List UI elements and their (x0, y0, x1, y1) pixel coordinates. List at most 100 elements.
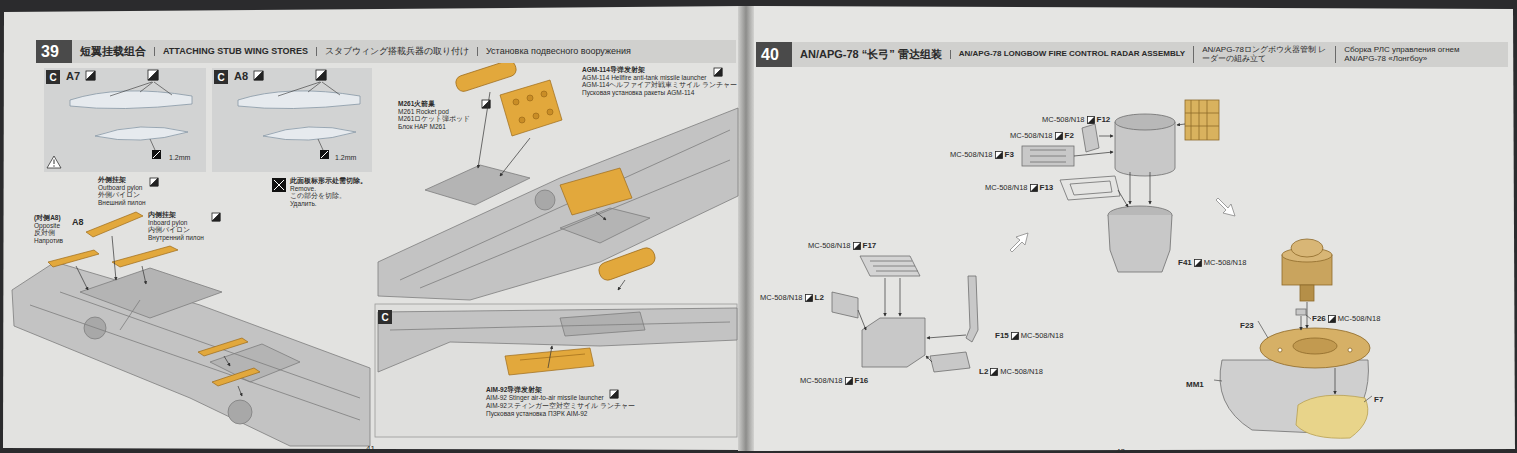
part-number: F16 (855, 376, 869, 385)
leader-line (1214, 315, 1372, 402)
helicopter-fuselage (80, 268, 222, 318)
part-number: F13 (1040, 183, 1054, 192)
step-title: Установка подвесного вооружения (477, 47, 631, 57)
booklet-pages (748, 6, 1515, 451)
paint-code: MC-508/N18 (1000, 367, 1043, 376)
radar-part (1070, 181, 1112, 195)
inset-panel: AIM-92导弹发射架AIM-92 Stinger air-to-air mis… (375, 304, 737, 437)
radar-tan-part (1293, 338, 1337, 354)
assembly-arrow (1074, 152, 1113, 156)
multilingual-label: 外侧挂架Outboard pylon外側パイロンВнешний пилон (98, 176, 146, 206)
weapon-part (86, 212, 143, 237)
weapon-part (597, 246, 658, 283)
paint-code: MC-508/N18 (760, 293, 803, 302)
paint-code: MC-508/N18 (800, 376, 843, 385)
assembly-arrow (885, 278, 886, 316)
glue-icon (86, 71, 95, 80)
paint-icon (1011, 332, 1018, 339)
paint-icon (995, 151, 1002, 158)
weapon-part (454, 59, 518, 93)
pylon-outline (238, 91, 360, 109)
part-name: 内側パイロン (148, 226, 204, 234)
paint-icon (1055, 132, 1062, 139)
part-callout: MC-508/N18F2 (1010, 131, 1074, 140)
paint-code: MC-508/N18 (1021, 331, 1064, 340)
pylon-outline (95, 127, 188, 140)
multilingual-label: (对侧A8)Opposite反対側Напротив (34, 214, 63, 244)
pylon-outline (263, 127, 356, 140)
radar-part (1108, 215, 1172, 272)
callout-label: A8 (72, 217, 84, 227)
hollow-arrow (1010, 233, 1028, 252)
glue-icon (212, 213, 220, 221)
callout-label: MM1 (1186, 380, 1204, 389)
part-name: Блок НАР M261 (398, 123, 470, 131)
step-number-text: C (217, 72, 224, 83)
panel-text: A8 (234, 70, 248, 82)
radar-part (862, 318, 925, 367)
step-number-text: 39 (41, 43, 59, 61)
assembly-arrow (1301, 316, 1302, 330)
glue-icon (316, 70, 326, 80)
leader-line (110, 82, 340, 150)
assembly-arrow (112, 236, 116, 280)
paint-icon (1055, 132, 1062, 139)
paint-icon (1194, 259, 1201, 266)
panel-text: AIM-92导弹发射架 (486, 386, 542, 393)
paint-icon (845, 377, 852, 384)
paint-code: MC-508/N18 (985, 183, 1028, 192)
paint-icon (805, 294, 813, 302)
step-title: スタブウィング搭載兵器の取り付け (316, 47, 469, 57)
leader-line (1214, 380, 1222, 381)
section-badge: C (378, 310, 392, 324)
radar-part (860, 256, 920, 276)
part-name: Внутренний пилон (148, 234, 204, 242)
step-title: AN/APG-78 “长弓” 雷达组装 (800, 48, 942, 60)
paint-icon (1030, 184, 1037, 191)
part-callout: MC-508/N18F3 (950, 150, 1014, 159)
paint-icon (990, 368, 998, 376)
radar-part (832, 292, 858, 318)
panel-text: AIM-92スティンガー空対空ミサイル ランチャー (486, 402, 635, 409)
inset-panel-ground (375, 304, 737, 437)
radar-part (1115, 114, 1175, 130)
weapon-part (519, 117, 525, 123)
helicopter-fuselage (535, 190, 555, 210)
weapon-part (112, 246, 178, 267)
assembly-arrow (224, 356, 230, 366)
weapon-part (533, 113, 539, 119)
paint-icon (1194, 259, 1202, 267)
paint-icon (805, 294, 812, 301)
cut-icon (320, 150, 329, 159)
part-name: Outboard pylon (98, 184, 146, 192)
glue-icon (610, 390, 618, 398)
weapon-part (500, 80, 562, 136)
paint-icon (1011, 332, 1019, 340)
paint-icon (1055, 132, 1063, 140)
paint-icon (1030, 184, 1038, 192)
booklet-pages (738, 6, 754, 451)
cut-icon (321, 151, 328, 158)
cut-icon (153, 151, 160, 158)
callout-label: 41 (366, 444, 375, 453)
assembly-arrow (858, 124, 1335, 394)
multilingual-label: 内侧挂架Inboard pylon内側パイロンВнутренний пилон (148, 211, 204, 241)
section-badge: C (46, 70, 60, 84)
assembly-arrow (142, 266, 146, 284)
step-title: Сборка РЛС управления огнем AN/APG-78 «Л… (1335, 46, 1494, 64)
glue-icon (254, 71, 263, 80)
inset-panel: A81.2mmC (212, 68, 372, 172)
part-name: Opposite (34, 222, 63, 230)
paint-icon (1194, 259, 1201, 266)
radar-tan-part (1278, 348, 1282, 352)
paint-code: MC-508/N18 (808, 241, 851, 250)
paint-icon (845, 377, 853, 385)
glue-icon (150, 178, 158, 186)
weapon-part (541, 91, 547, 97)
part-number: F12 (1097, 115, 1111, 124)
weapon-part (212, 368, 260, 386)
weapon-part (48, 250, 99, 267)
hollow-arrow (1216, 198, 1235, 216)
assembly-arrow (927, 335, 966, 338)
